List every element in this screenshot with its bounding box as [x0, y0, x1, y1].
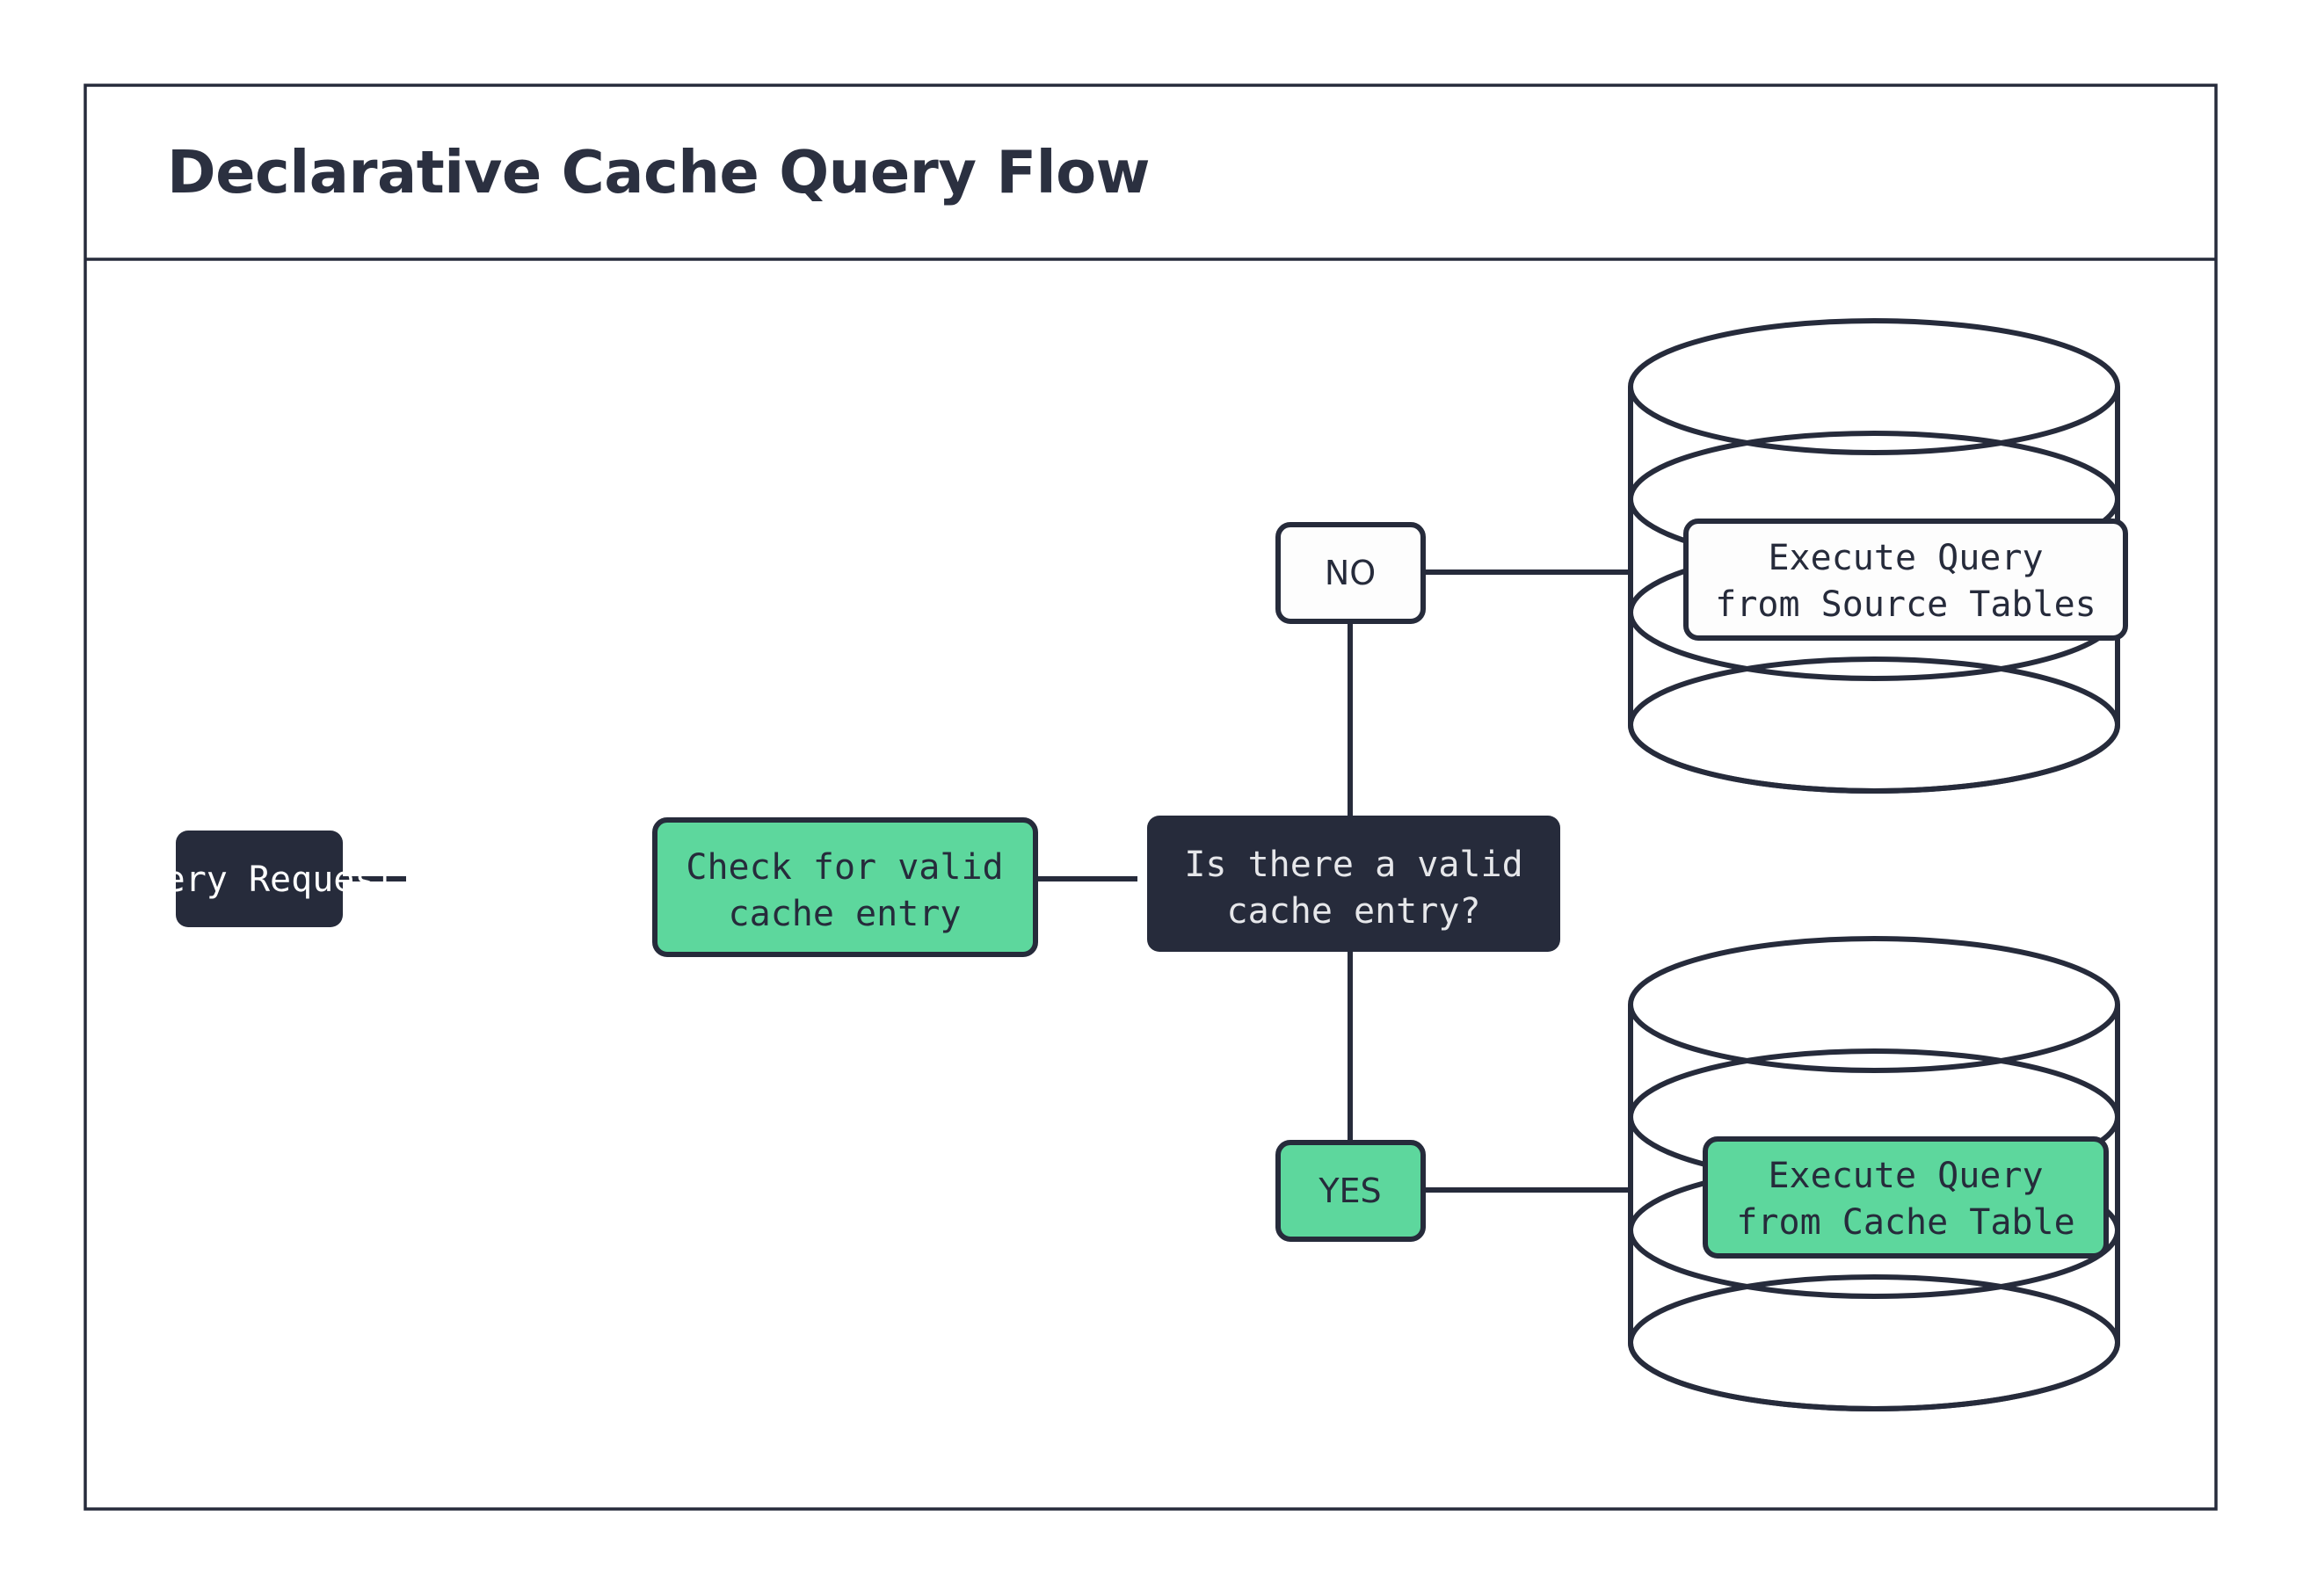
node-decision-box[interactable] — [1147, 816, 1560, 952]
node-source-tables-box[interactable] — [1683, 519, 2128, 641]
cylinder2-disk-1 — [1628, 936, 2120, 1073]
edge-label-no[interactable]: NO — [1275, 522, 1426, 624]
node-cache-table-label-line1: Execute Query — [1768, 1156, 2043, 1196]
node-source-tables-label-line2: from Source Tables — [1715, 584, 2096, 625]
node-check-cache-label-line2: cache entry — [729, 894, 962, 934]
edge-label-yes-text: YES — [1318, 1172, 1381, 1210]
edge-label-no-box[interactable] — [1275, 522, 1426, 624]
edge-label-no-text: NO — [1325, 554, 1376, 592]
cylinder2-disk-4 — [1628, 1274, 2120, 1411]
node-cache-table-db-label[interactable]: Execute Query from Cache Table — [1703, 1136, 2109, 1259]
node-cache-table-label-line2: from Cache Table — [1736, 1202, 2074, 1243]
node-check-cache-box[interactable] — [652, 817, 1038, 957]
node-query-request[interactable]: Query Request — [121, 831, 397, 927]
node-check-cache[interactable]: Check for valid cache entry — [652, 817, 1038, 957]
node-cache-table-box[interactable] — [1703, 1136, 2109, 1259]
node-decision-label-line1: Is there a valid — [1184, 845, 1522, 885]
cylinder-disk-4 — [1628, 657, 2120, 794]
node-source-tables-label-line1: Execute Query — [1768, 538, 2043, 578]
node-check-cache-label-line1: Check for valid — [686, 847, 1003, 888]
page-title: Declarative Cache Query Flow — [167, 138, 1150, 207]
edge-label-yes-box[interactable] — [1275, 1140, 1426, 1242]
node-source-tables-db-label[interactable]: Execute Query from Source Tables — [1683, 519, 2128, 641]
edge-label-yes[interactable]: YES — [1275, 1140, 1426, 1242]
node-query-request-label: Query Request — [121, 860, 396, 900]
cylinder-disk-1 — [1628, 318, 2120, 455]
node-decision-valid-cache[interactable]: Is there a valid cache entry? — [1147, 816, 1560, 952]
node-query-request-box[interactable] — [176, 831, 343, 927]
node-decision-label-line2: cache entry? — [1227, 891, 1481, 932]
